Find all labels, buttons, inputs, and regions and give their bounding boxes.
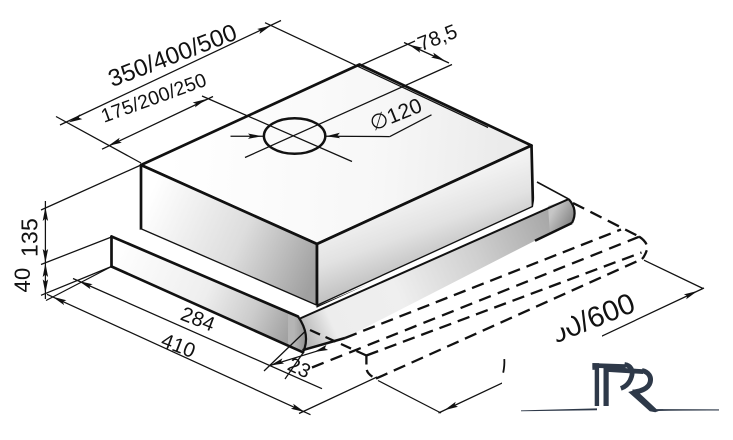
svg-text:40: 40 [10, 268, 35, 293]
svg-text:135: 135 [17, 218, 43, 257]
